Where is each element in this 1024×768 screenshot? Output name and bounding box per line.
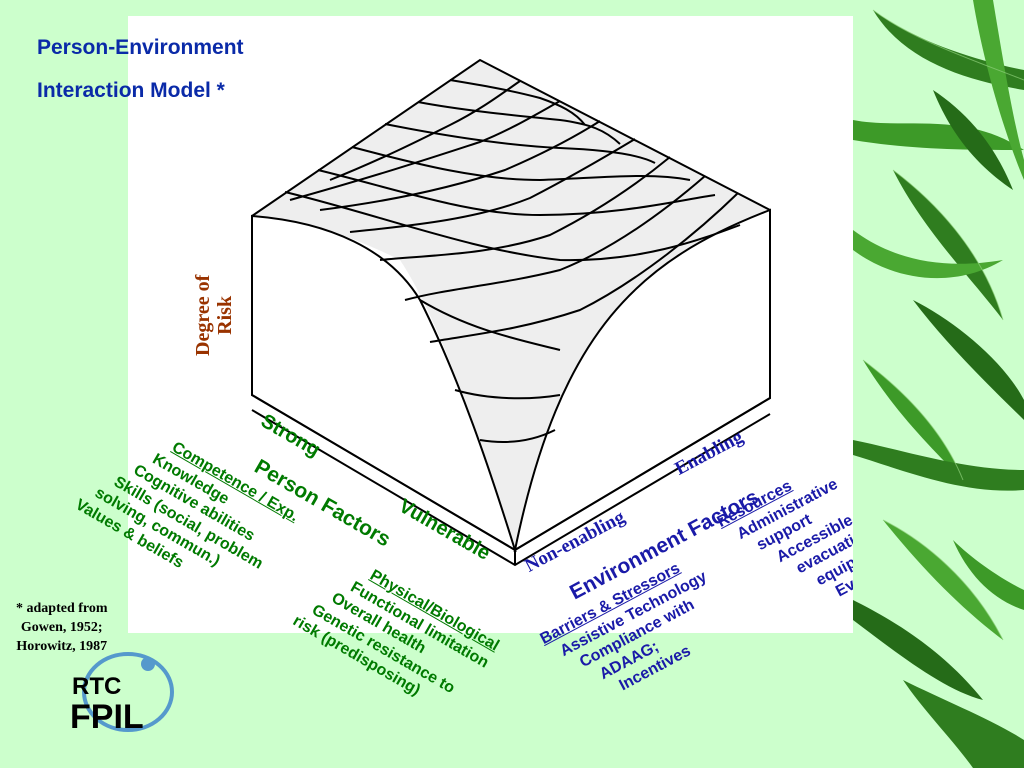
- footnote-line: Horowitz, 1987: [16, 638, 108, 654]
- left-wall: [251, 214, 517, 553]
- cube-top-edge: [251, 58, 771, 217]
- bamboo-leaves-decoration: [853, 0, 1024, 768]
- degree-of-risk-line-1: Degree of: [192, 274, 214, 356]
- degree-of-risk-label: Degree of Risk: [192, 275, 236, 356]
- degree-of-risk-line-2: Risk: [214, 295, 236, 335]
- title-line-1: Person-Environment: [37, 36, 244, 59]
- rtc-fpil-logo: RTC FPIL: [70, 652, 174, 735]
- logo-text-bottom: FPIL: [70, 698, 144, 735]
- footnote-line: Gowen, 1952;: [20, 619, 103, 635]
- title-line-2: Interaction Model *: [37, 79, 225, 102]
- logo-text-top: RTC: [72, 673, 121, 700]
- footnote-line: * adapted from: [16, 601, 108, 616]
- risk-surface: [252, 60, 770, 550]
- citation-footnote: * adapted from Gowen, 1952; Horowitz, 19…: [16, 600, 108, 657]
